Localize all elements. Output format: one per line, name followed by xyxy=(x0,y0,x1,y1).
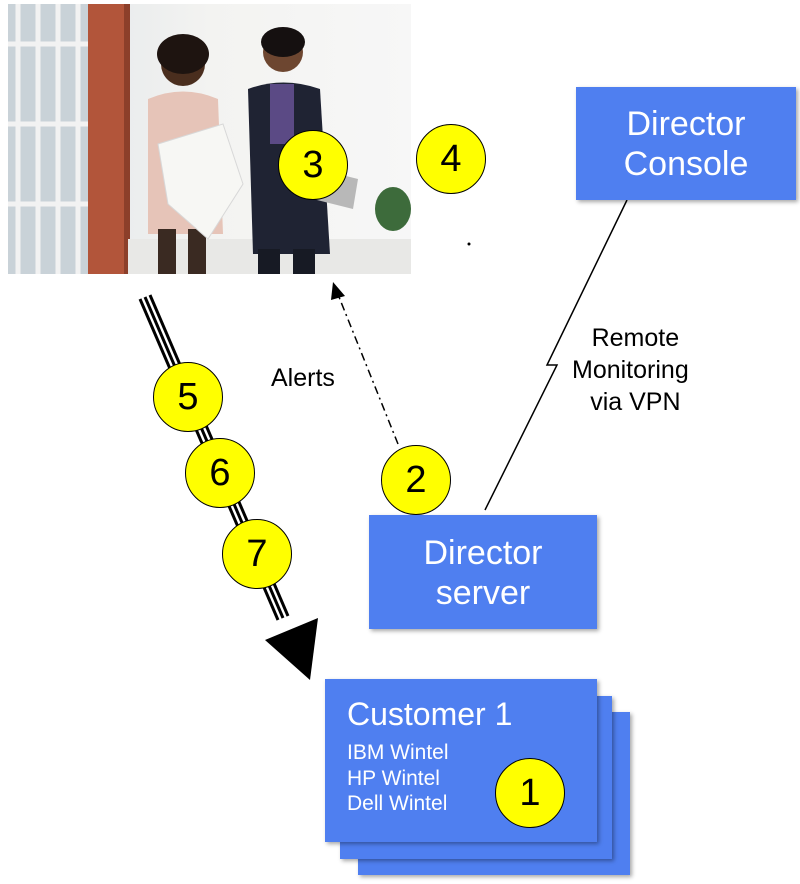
step-7-badge: 7 xyxy=(222,519,292,589)
step-3-badge: 3 xyxy=(278,130,348,200)
alerts-label: Alerts xyxy=(271,364,335,392)
director-server-line2: server xyxy=(435,574,531,612)
alerts-arrow-line xyxy=(336,291,399,445)
customer-item-ibm: IBM Wintel xyxy=(347,741,449,764)
customer-item-dell: Dell Wintel xyxy=(347,792,448,815)
director-console-line1: Director xyxy=(626,105,746,143)
step-4-badge: 4 xyxy=(416,124,486,194)
photo-illustration xyxy=(8,4,411,274)
remote-label-line2: Monitoring xyxy=(572,356,689,384)
director-console-line2: Console xyxy=(623,145,749,183)
customer-box: Customer 1 IBM Wintel HP Wintel Dell Win… xyxy=(325,679,597,842)
director-server-box: Director server xyxy=(369,515,597,629)
director-console-box: Director Console xyxy=(576,87,796,200)
remote-label-line1: Remote xyxy=(591,324,680,352)
step-6-badge: 6 xyxy=(185,438,255,508)
step-2-badge: 2 xyxy=(381,445,451,515)
director-server-line1: Director xyxy=(423,534,543,572)
remote-monitoring-link xyxy=(484,199,628,511)
stray-dot xyxy=(467,242,471,246)
step-5-badge: 5 xyxy=(153,362,223,432)
customer-item-hp: HP Wintel xyxy=(347,767,440,790)
customer-title: Customer 1 xyxy=(347,696,513,732)
remote-monitoring-label: Remote Monitoring via VPN xyxy=(572,322,689,418)
remote-label-line3: via VPN xyxy=(590,388,681,416)
alerts-arrowhead xyxy=(331,282,345,300)
business-people-photo xyxy=(8,4,411,274)
step-1-badge: 1 xyxy=(495,758,565,828)
